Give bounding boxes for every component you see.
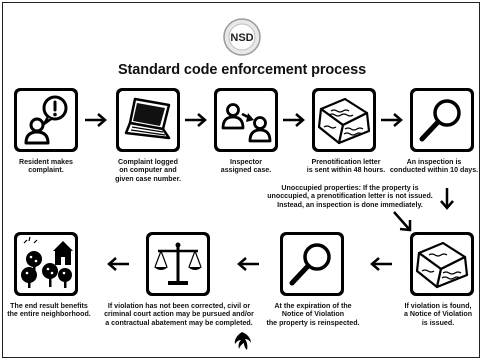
- arrow-right-icon: [381, 113, 403, 127]
- logo-text: NSD: [230, 32, 253, 44]
- page-title: Standard code enforcement process: [117, 62, 367, 78]
- step-4-tile: [312, 88, 376, 152]
- arrow-left-icon: [237, 257, 259, 271]
- step-5-tile: [410, 88, 474, 152]
- notice-icon: [415, 241, 469, 289]
- unoccupied-note: Unoccupied properties: If the property i…: [267, 184, 433, 209]
- diagram-frame: [2, 2, 480, 358]
- step-9-tile: [14, 232, 78, 296]
- arrow-right-icon: [85, 113, 107, 127]
- resident-complaint-icon: [24, 95, 68, 145]
- arrow-left-icon: [107, 257, 129, 271]
- scales-icon: [154, 242, 202, 285]
- inspector-assigned-icon: [221, 103, 272, 143]
- laptop-icon: [124, 97, 171, 140]
- phoenix-bird-icon: [234, 332, 251, 350]
- step-6-caption: If violation is found,a Notice of Violat…: [403, 302, 473, 327]
- arrow-down-icon: [440, 188, 454, 210]
- step-6-tile: [410, 232, 474, 296]
- arrow-diagonal-icon: [393, 211, 412, 232]
- step-2-tile: [116, 88, 180, 152]
- step-1-tile: [14, 88, 78, 152]
- step-7-tile: [280, 232, 344, 296]
- arrow-left-icon: [370, 257, 392, 271]
- magnifier-icon: [289, 243, 331, 286]
- arrow-right-icon: [283, 113, 305, 127]
- magnifier-icon: [419, 99, 461, 142]
- arrow-right-icon: [185, 113, 207, 127]
- step-8-caption: If violation has not been corrected, civ…: [104, 302, 254, 327]
- letter-icon: [317, 97, 371, 145]
- step-3-tile: [214, 88, 278, 152]
- neighborhood-icon: [21, 236, 73, 288]
- step-8-tile: [146, 232, 210, 296]
- nsd-logo: NSD: [223, 18, 261, 56]
